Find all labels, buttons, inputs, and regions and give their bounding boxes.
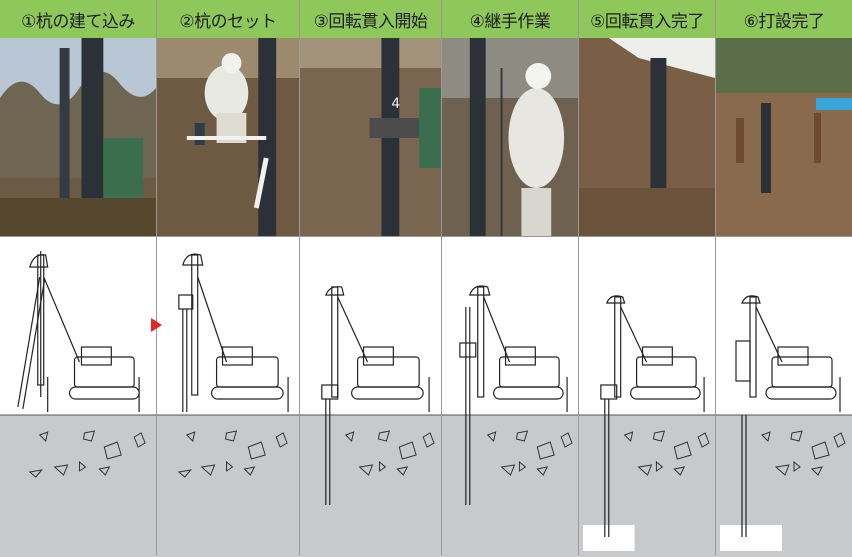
step-diagram-2 [157,236,299,557]
step-column-5: ⑤回転貫入完了 [579,0,716,557]
step-header-6: ⑥打設完了 [716,0,852,39]
step-column-6: ⑥打設完了 [716,0,852,557]
step-diagram-5 [579,236,715,557]
svg-text:4: 4 [391,96,400,112]
step-photo-3: 4 [300,38,441,236]
step-header-5: ⑤回転貫入完了 [579,0,715,39]
step-photo-4 [442,38,578,236]
step-photo-6 [716,38,852,236]
step-column-3: ③回転貫入開始 4 [300,0,442,557]
step-diagram-4 [442,236,578,557]
step-diagram-1 [0,236,156,557]
step-column-1: ①杭の建て込み [0,0,157,557]
step-column-2: ②杭のセット [157,0,300,557]
step-header-2: ②杭のセット [157,0,299,39]
step-header-4: ④継手作業 [442,0,578,39]
step-photo-5 [579,38,715,236]
step-header-3: ③回転貫入開始 [300,0,441,39]
step-header-1: ①杭の建て込み [0,0,156,39]
step-diagram-3 [300,236,441,557]
step-photo-2 [157,38,299,236]
step-arrow-icon [151,318,162,332]
step-column-4: ④継手作業 [442,0,579,557]
step-diagram-6 [716,236,852,557]
step-photo-1 [0,38,156,236]
